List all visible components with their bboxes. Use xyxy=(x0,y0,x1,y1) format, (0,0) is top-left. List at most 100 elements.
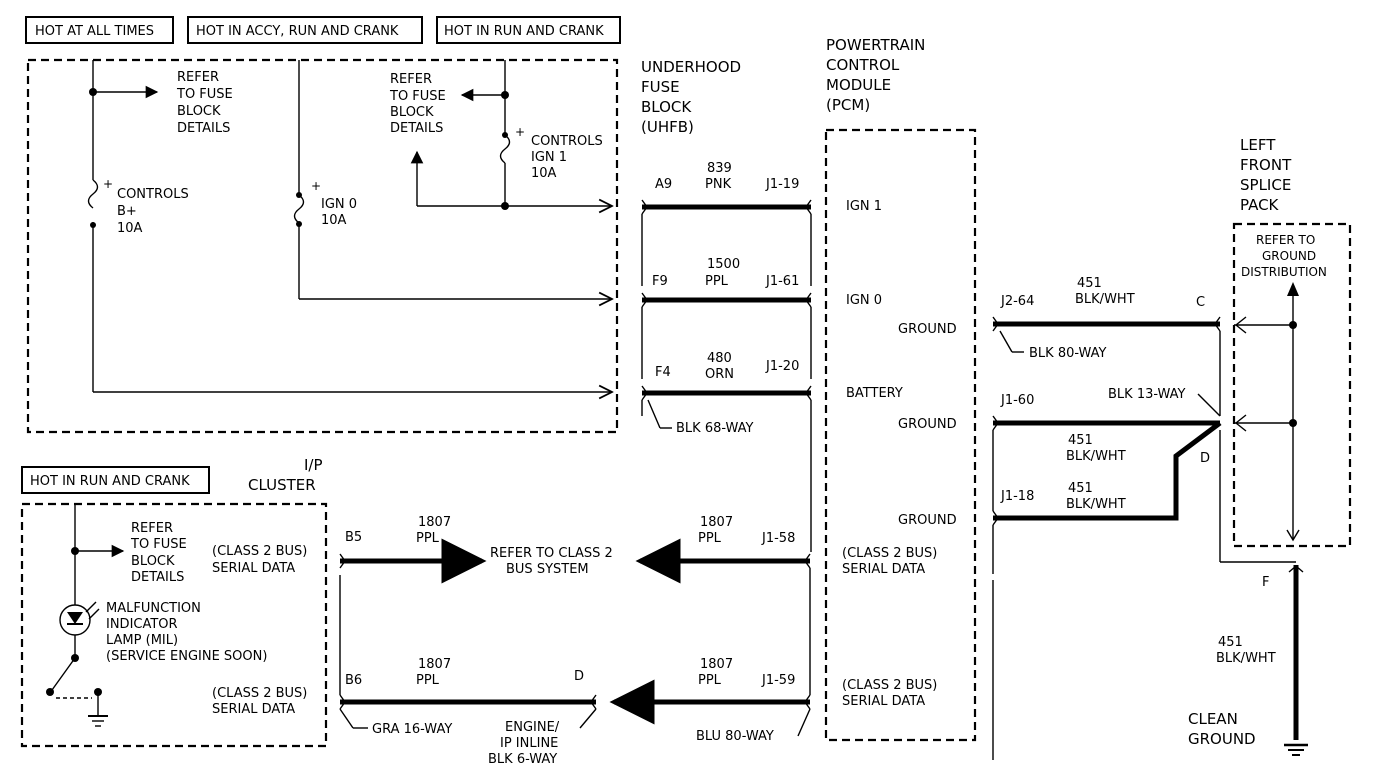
w2-color: PPL xyxy=(698,531,722,546)
clean-line2: GROUND xyxy=(1188,730,1256,748)
lfsp-line3: SPLICE xyxy=(1240,176,1291,194)
ground-circuit-2: BATTERY GROUND J1-60 BLK 13-WAY 451 BLK/… xyxy=(898,387,1221,466)
hot-run-crank-text: HOT IN RUN AND CRANK xyxy=(444,24,604,39)
clean-line1: CLEAN xyxy=(1188,710,1238,728)
hot-accy-run-crank-text: HOT IN ACCY, RUN AND CRANK xyxy=(196,24,399,39)
class2-refer-1: REFER TO CLASS 2 xyxy=(490,546,613,561)
batt-pcm-label: BATTERY xyxy=(846,386,903,401)
g1-connector: BLK 80-WAY xyxy=(1029,346,1107,361)
splice-bus xyxy=(1234,282,1300,542)
g2-color: BLK/WHT xyxy=(1066,449,1126,464)
batt-pin: F4 xyxy=(655,365,671,380)
g1-label: GROUND xyxy=(898,322,957,337)
clean-num: 451 xyxy=(1218,635,1243,650)
cluster-title: I/P CLUSTER xyxy=(248,456,323,494)
w3-color: PPL xyxy=(416,673,440,688)
lfsp-line1: LEFT xyxy=(1240,136,1276,154)
cluster-line1: I/P xyxy=(304,456,323,474)
ground-symbol-icon xyxy=(1284,743,1308,756)
c-serial2-line2: SERIAL DATA xyxy=(212,702,295,717)
ign1-pin: A9 xyxy=(655,177,672,192)
g1-color: BLK/WHT xyxy=(1075,292,1135,307)
gra-16-way: GRA 16-WAY xyxy=(372,722,452,737)
ref3-line2: TO FUSE xyxy=(130,537,187,552)
cluster-line2: CLUSTER xyxy=(248,476,316,494)
pcm-line3: MODULE xyxy=(826,76,891,94)
lfsp-line2: FRONT xyxy=(1240,156,1292,174)
power-label-hot-accy-run-crank: HOT IN ACCY, RUN AND CRANK xyxy=(187,16,423,44)
pcm-ground-connector-lines xyxy=(992,331,1296,760)
uhfb-line3: BLOCK xyxy=(641,98,692,116)
ref3-line3: BLOCK xyxy=(131,554,175,569)
uhfb-title: UNDERHOOD FUSE BLOCK (UHFB) xyxy=(641,58,741,136)
ign0-pcm-pin: J1-61 xyxy=(765,274,799,289)
ign0-color: PPL xyxy=(705,274,729,289)
pcm-line4: (PCM) xyxy=(826,96,870,114)
g2-pin: J1-60 xyxy=(1000,393,1034,408)
g3-color: BLK/WHT xyxy=(1066,497,1126,512)
p-serial2-line2: SERIAL DATA xyxy=(842,694,925,709)
uhfb-line4: (UHFB) xyxy=(641,118,694,136)
ign0-num: 1500 xyxy=(707,257,740,272)
class2-refer-2: BUS SYSTEM xyxy=(506,562,589,577)
fuse-ign1-label-3: 10A xyxy=(531,166,557,181)
power-label-hot-at-all-times: HOT AT ALL TIMES xyxy=(25,16,174,44)
b6-pin: B6 xyxy=(345,673,362,688)
c-serial2-line1: (CLASS 2 BUS) xyxy=(212,686,307,701)
g2-splice: D xyxy=(1200,451,1210,466)
fuse-ign0-label-2: 10A xyxy=(321,213,347,228)
fuse-controls-ign-1: + CONTROLS IGN 1 10A xyxy=(410,60,612,210)
cluster-serial-labels: (CLASS 2 BUS) SERIAL DATA (CLASS 2 BUS) … xyxy=(212,544,307,717)
fuse-b-label-3: 10A xyxy=(117,221,143,236)
pcm-title: POWERTRAIN CONTROL MODULE (PCM) xyxy=(826,36,925,114)
cluster-ground-icon xyxy=(88,715,108,727)
mil-lamp-icon xyxy=(59,601,100,636)
pcm-serial-labels: (CLASS 2 BUS) SERIAL DATA (CLASS 2 BUS) … xyxy=(842,546,937,709)
clean-ground: F 451 BLK/WHT CLEAN GROUND xyxy=(1188,565,1308,756)
w2-pcm-pin: J1-58 xyxy=(761,531,795,546)
g2-label: GROUND xyxy=(898,417,957,432)
b5-pin: B5 xyxy=(345,530,362,545)
fuse-b-label-1: CONTROLS xyxy=(117,187,189,202)
ground-distribution-ref: REFER TO GROUND DISTRIBUTION xyxy=(1241,233,1327,279)
class2-wire-top: B5 1807 PPL 1807 PPL J1-58 REFER TO CLAS… xyxy=(339,515,811,584)
ref1-line3: BLOCK xyxy=(177,104,221,119)
plus-sign: + xyxy=(103,177,113,191)
ref3-line4: DETAILS xyxy=(131,570,184,585)
plus-sign-2: + xyxy=(311,179,321,193)
hot-at-all-times-text: HOT AT ALL TIMES xyxy=(35,24,154,39)
cluster-mil-circuit xyxy=(46,504,125,727)
fuse-ign-0: + IGN 0 10A xyxy=(293,60,613,299)
lfsp-line4: PACK xyxy=(1240,196,1280,214)
ign1-pcm-pin: J1-19 xyxy=(765,177,799,192)
refer-fuse-block-details-3: REFER TO FUSE BLOCK DETAILS xyxy=(130,521,187,585)
fuse-ign1-label-1: CONTROLS xyxy=(531,134,603,149)
w4-pcm-pin: J1-59 xyxy=(761,673,795,688)
gd-line2: GROUND xyxy=(1262,249,1316,263)
g1-num: 451 xyxy=(1077,276,1102,291)
batt-pcm-pin: J1-20 xyxy=(765,359,799,374)
p-serial2-line1: (CLASS 2 BUS) xyxy=(842,678,937,693)
c-serial1-line2: SERIAL DATA xyxy=(212,561,295,576)
g3-pin: J1-18 xyxy=(1000,489,1034,504)
lfsp-title: LEFT FRONT SPLICE PACK xyxy=(1240,136,1292,214)
g1-pin: J2-64 xyxy=(1000,294,1034,309)
w1-color: PPL xyxy=(416,531,440,546)
circuit-ign1: A9 839 PNK J1-19 IGN 1 xyxy=(641,161,882,215)
uhfb-line1: UNDERHOOD xyxy=(641,58,741,76)
w4-color: PPL xyxy=(698,673,722,688)
inline-line1: ENGINE/ xyxy=(505,720,560,735)
g2-connector: BLK 13-WAY xyxy=(1108,387,1186,402)
mil-line3: LAMP (MIL) xyxy=(106,633,178,648)
gd-line3: DISTRIBUTION xyxy=(1241,265,1327,279)
ref2-line1: REFER xyxy=(390,72,432,87)
g3-num: 451 xyxy=(1068,481,1093,496)
ign0-pin: F9 xyxy=(652,274,668,289)
class2-wire-bottom: B6 1807 PPL D 1807 PPL J1-59 GRA 16-WAY … xyxy=(339,568,811,767)
pcm-dashed-box xyxy=(824,128,977,742)
ign1-color: PNK xyxy=(705,177,732,192)
inline-line3: BLK 6-WAY xyxy=(488,752,557,767)
mil-label: MALFUNCTION INDICATOR LAMP (MIL) (SERVIC… xyxy=(106,601,267,664)
fuse-b-label-2: B+ xyxy=(117,204,137,219)
